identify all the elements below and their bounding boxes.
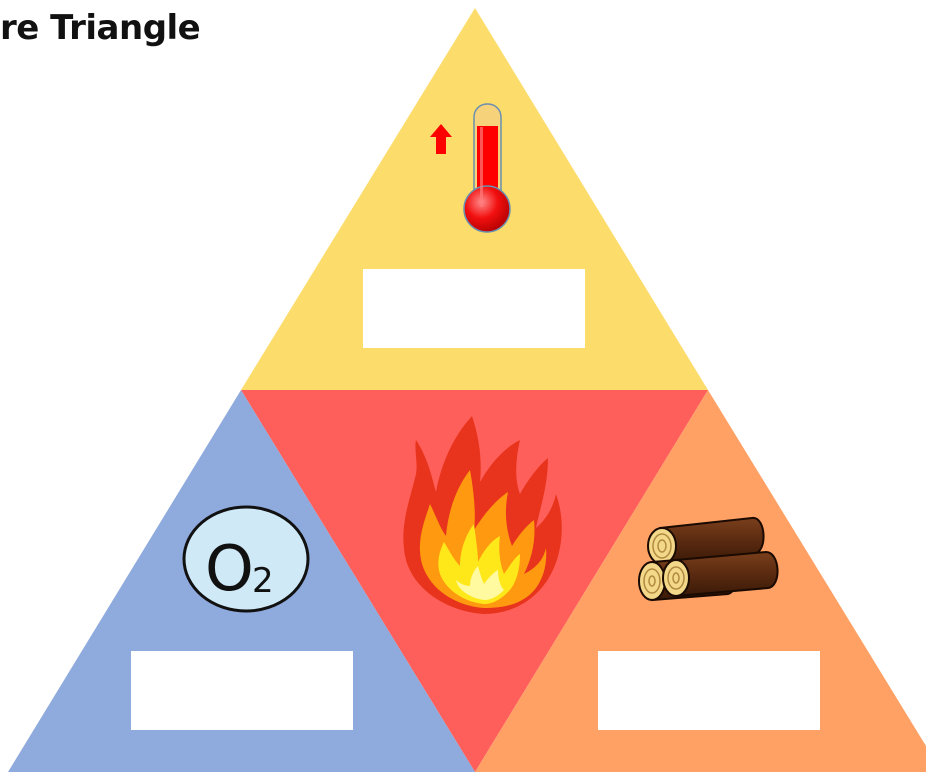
oxygen-answer-box[interactable] <box>131 651 353 730</box>
logs-icon <box>639 518 778 600</box>
heat-answer-box[interactable] <box>363 269 585 348</box>
fuel-answer-box[interactable] <box>598 651 820 730</box>
oxygen-icon: O 2 <box>184 507 308 611</box>
oxygen-label-sub: 2 <box>252 561 274 601</box>
oxygen-label-main: O <box>205 532 254 605</box>
